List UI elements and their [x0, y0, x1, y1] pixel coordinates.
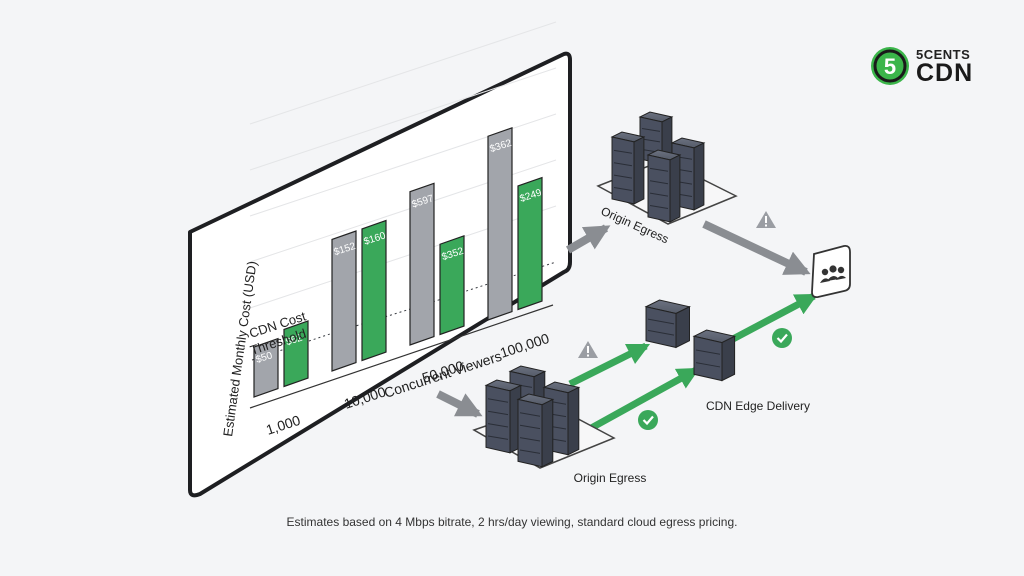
- warning-icon: [756, 211, 776, 228]
- bar-1-2: [439, 234, 465, 336]
- edge-delivery-label: CDN Edge Delivery: [706, 399, 810, 413]
- server-rack: [610, 131, 646, 205]
- bar-0-1: [331, 230, 357, 372]
- edge-server-stack: [692, 329, 737, 382]
- bar-0-2: [409, 182, 435, 346]
- server-racks: [484, 111, 737, 468]
- bar-1-1: [361, 219, 387, 362]
- users-icon: [811, 244, 851, 299]
- origin-to-edge2-arrow: [582, 366, 700, 436]
- brand-logo: 5 5CENTS CDN: [870, 46, 990, 90]
- check-icon: [772, 328, 792, 348]
- origin-to-audience-arrow: [702, 220, 811, 276]
- bar-1-0: [283, 320, 309, 388]
- origin-to-edge1-arrow: [568, 342, 651, 388]
- caption: Estimates based on 4 Mbps bitrate, 2 hrs…: [286, 515, 738, 529]
- x-axis: [249, 304, 554, 409]
- logo-badge-icon: 5: [871, 47, 909, 85]
- gridline: [249, 67, 557, 171]
- chart-grid: [249, 21, 557, 309]
- bar-1-3: [517, 176, 543, 311]
- chart-to-origin-arrow: [565, 224, 611, 254]
- logo-wordmark-bottom: CDN: [916, 59, 974, 87]
- bar-value-label: $62: [285, 332, 305, 348]
- chart-panel: $50$62$152$160$597$352$362$249 1,00010,0…: [188, 21, 572, 498]
- lower-origin-label: Origin Egress: [574, 471, 647, 485]
- server-rack: [646, 149, 682, 223]
- edge-server-stack: [644, 299, 691, 349]
- gridline: [249, 21, 557, 125]
- logo-wordmark-top: 5CENTS: [916, 47, 971, 62]
- server-rack: [484, 379, 523, 454]
- svg-text:5: 5: [884, 54, 896, 79]
- chart-to-lower-origin-arrow: [436, 390, 483, 418]
- bar-0-3: [487, 126, 513, 321]
- bars-group: $50$62$152$160$597$352$362$249: [253, 126, 544, 398]
- x-tick-label: 100,000: [498, 330, 551, 361]
- check-icon: [638, 410, 658, 430]
- server-rack: [516, 393, 555, 468]
- bar-0-0: [253, 337, 279, 398]
- bar-value-label: $50: [255, 350, 275, 366]
- warning-icon: [578, 341, 598, 358]
